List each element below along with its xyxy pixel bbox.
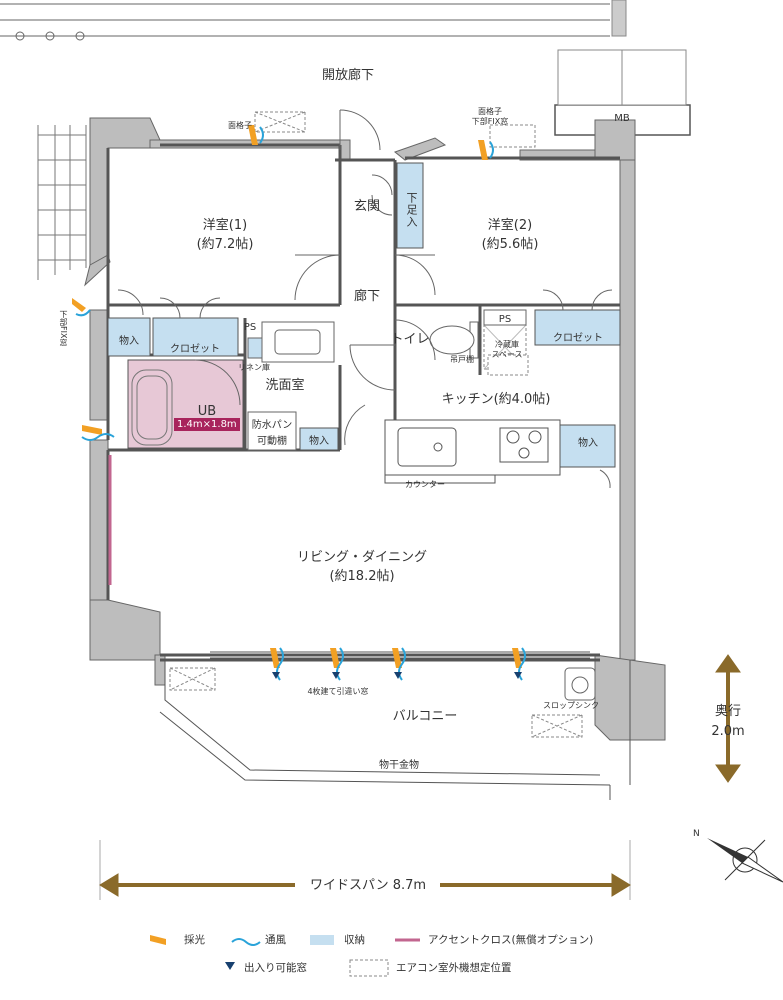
corridor-railing <box>0 0 627 41</box>
living-size: (約18.2帖) <box>329 569 395 584</box>
legend-accent: アクセントクロス(無償オプション) <box>428 934 594 946</box>
kitchen-label: キッチン(約4.0帖) <box>441 392 551 407</box>
span-label: ワイドスパン 8.7m <box>309 878 427 893</box>
kitchen-counter <box>384 419 561 484</box>
sliding-window-label: 4枚建て引違い窓 <box>307 687 369 696</box>
lattice-left-label: 面格子 <box>228 121 252 130</box>
closet-label-1: クロゼット <box>170 344 220 355</box>
washroom-fixtures <box>247 321 335 451</box>
storage-label-3: 物入 <box>578 438 598 449</box>
ps-label-wash: PS <box>243 322 257 333</box>
mb-label: MB <box>614 113 630 124</box>
balcony-label: バルコニー <box>392 709 458 724</box>
legend-daylight: 採光 <box>184 934 205 946</box>
western-room-2-size: (約5.6帖) <box>481 237 539 252</box>
living-name: リビング・ダイニング <box>296 550 428 565</box>
ventilation-legend-icon <box>231 938 261 946</box>
fridge-space-label: 冷蔵庫 スペース <box>491 340 523 359</box>
ac-unit-positions <box>169 111 583 738</box>
door-swings <box>117 109 613 489</box>
svg-text:N: N <box>693 829 700 839</box>
legend-ventilation: 通風 <box>265 934 286 946</box>
depth-arrow <box>715 654 741 783</box>
entry-window-legend-icon <box>225 962 235 970</box>
laundry-pole-label: 物干金物 <box>379 760 419 771</box>
ub-label: UB <box>197 404 217 419</box>
genkan-label: 玄関 <box>353 199 381 214</box>
linen-label: リネン庫 <box>238 363 270 372</box>
ac-unit-legend-icon <box>349 959 389 977</box>
corridor-label: 開放廊下 <box>321 68 375 83</box>
depth-label: 奥行 <box>714 704 742 719</box>
legend-storage: 収納 <box>344 934 365 946</box>
lower-fix-window-label: 下部FIX窓 <box>59 310 68 347</box>
western-room-1-name: 洋室(1) <box>202 218 248 233</box>
ps-label-kitchen: PS <box>498 314 512 325</box>
span-arrow <box>99 840 631 900</box>
depth-value: 2.0m <box>711 724 745 739</box>
hanging-cabinet-label: 吊戸棚 <box>450 355 474 364</box>
storage-legend-icon <box>310 935 334 945</box>
hallway-label: 廊下 <box>353 289 381 304</box>
compass-icon: N <box>693 829 783 883</box>
ub-size-label: 1.4m×1.8m <box>174 418 240 431</box>
legend-entry-window: 出入り可能窓 <box>244 962 307 974</box>
storage-label-1: 物入 <box>119 336 139 347</box>
shoe-storage-label: 下足入 <box>405 192 418 228</box>
left-facade-lines <box>37 125 87 280</box>
legend-icons <box>150 935 420 977</box>
counter-label: カウンター <box>405 480 445 489</box>
lattice-right-label: 面格子 下部FIX窓 <box>471 107 509 126</box>
storage-areas <box>107 162 621 468</box>
balcony-outline <box>159 660 631 800</box>
storage-label-2: 物入 <box>309 436 329 447</box>
toilet-label: トイレ <box>390 332 430 347</box>
slop-sink <box>564 667 596 701</box>
daylight-legend-icon <box>150 935 166 945</box>
western-room-1-size: (約7.2帖) <box>196 237 254 252</box>
western-room-2-name: 洋室(2) <box>487 218 533 233</box>
closet-label-2: クロゼット <box>553 333 603 344</box>
legend-ac-unit: エアコン室外機想定位置 <box>396 962 512 974</box>
slop-sink-label: スロップシンク <box>543 701 599 710</box>
movable-shelf-label: 可動棚 <box>257 436 287 447</box>
daylight-markers <box>72 125 526 681</box>
unit-bath <box>127 359 244 449</box>
waterproof-pan-label: 防水パン <box>251 420 293 431</box>
washroom-label: 洗面室 <box>265 378 305 393</box>
